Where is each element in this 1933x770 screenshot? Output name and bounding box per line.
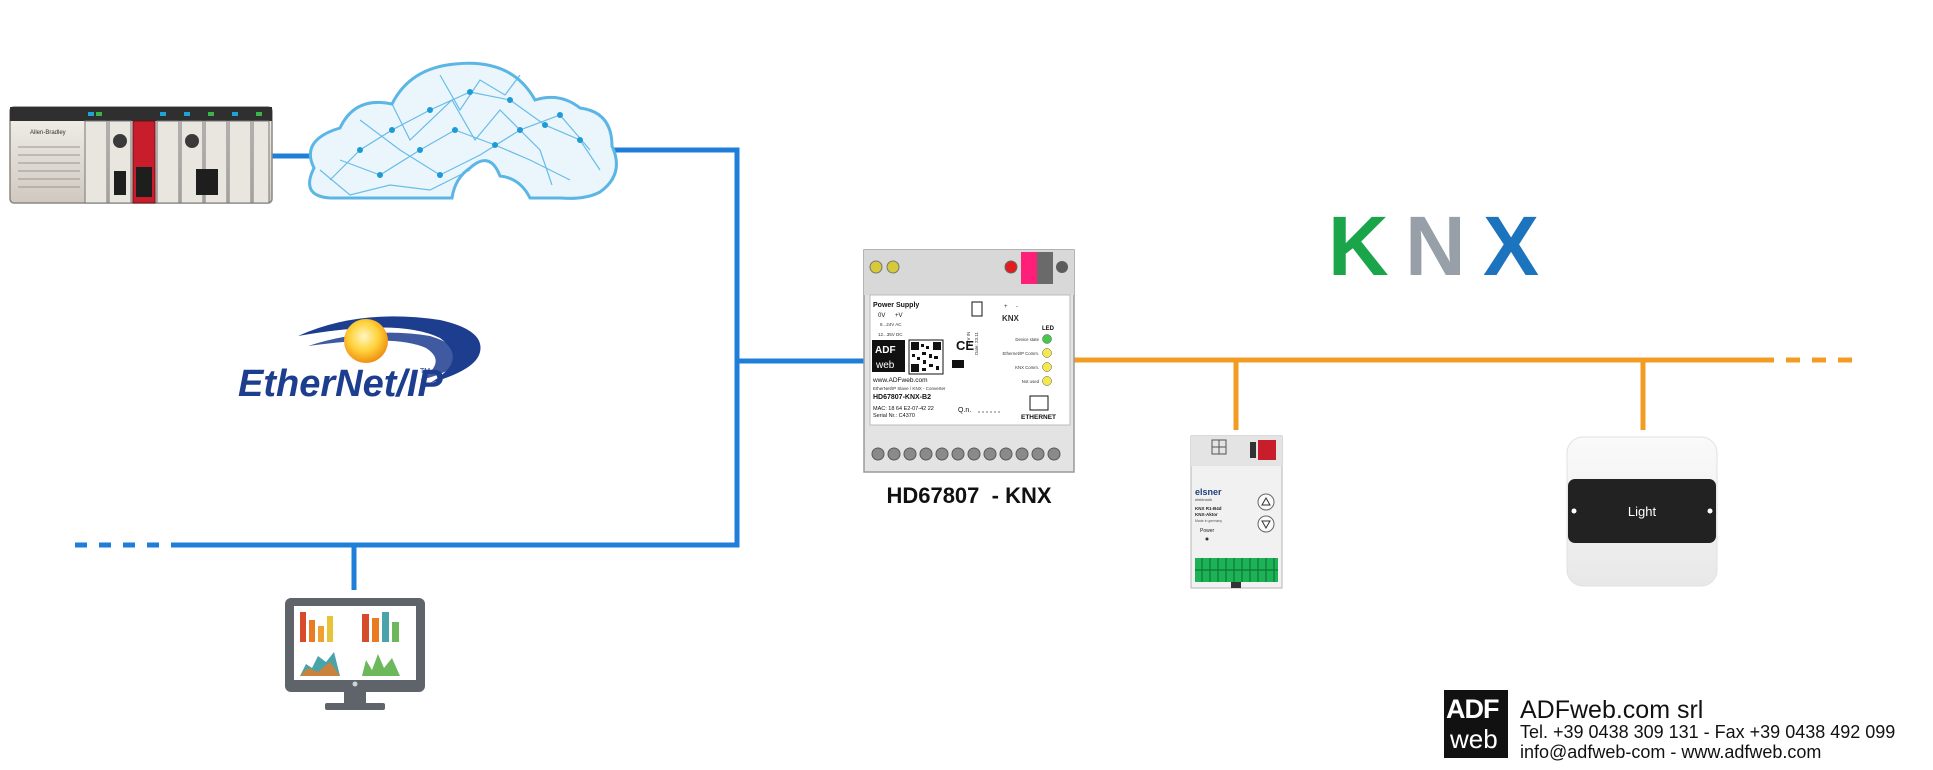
ethernetip-sun [344,319,388,363]
svg-text:-: - [1016,304,1018,310]
gateway-power-dc: 12...35V DC [878,332,903,337]
gateway-device: Power Supply 0V +V 8...24V AC 12...35V D… [863,249,1075,508]
ethernetip-label: EtherNet/IP [238,363,443,405]
footer-company: ADFweb.com srl [1520,696,1703,724]
footer-logo-bottom: web [1449,724,1498,754]
gateway-ce-mark: CE [956,338,974,353]
ethernet-line-cloud-bus [175,147,740,548]
gateway-led-list: Device state Ethernet/IP Comm. KNX Comm.… [1003,334,1052,386]
gateway-led-label-3: KNX Comm. [1015,365,1039,370]
cloud-icon [308,61,618,200]
gateway-adf-logo [872,340,905,372]
light-label: Light [1628,504,1657,519]
footer-logo [1444,690,1508,758]
gateway-terminal-row [871,447,1061,461]
gateway-led-label-1: Device state [1015,337,1039,342]
gateway-led-2 [1042,348,1052,358]
plc-controller: Allen-Bradley [9,106,273,204]
gateway-serial: Serial Nr.: C4370 [873,413,915,419]
knx-actuator-model: KNX R1-B4d [1195,506,1222,511]
gateway-led-label-4: Not used [1022,379,1040,384]
ethernet-connections [75,147,866,590]
knx-logo: K N X [1328,199,1539,293]
svg-text:C V IN: C V IN [966,332,971,345]
knx-actuator-power: Power [1200,528,1215,534]
gateway-caption: HD67807 - KNX [886,483,1051,508]
gateway-ethernet-port [1029,395,1049,411]
gateway-description: EtherNet/IP Slave / KNX - Converter [873,386,946,391]
gateway-led-3 [1042,362,1052,372]
footer-phone: Tel. +39 0438 309 131 - Fax +39 0438 492… [1520,722,1895,742]
monitor-icon [285,598,425,710]
gateway-model: HD67807-KNX-B2 [873,394,931,401]
gateway-mac: MAC: 18 64 E2-07-42 22 [873,406,934,412]
knx-connections [1073,357,1862,430]
svg-text:Date: 23.11: Date: 23.11 [974,332,979,355]
gateway-power-supply: Power Supply [873,302,919,309]
footer: ADF web ADFweb.com srl Tel. +39 0438 309… [1444,690,1895,762]
gateway-led-title: LED [1042,326,1055,332]
gateway-website: www.ADFweb.com [872,377,928,384]
plc-modules [84,112,270,204]
knx-actuator-subbrand: elektronik [1195,497,1212,502]
knx-logo-x: X [1483,199,1539,293]
gateway-qr-code [908,339,944,375]
ethernetip-tm: TM [420,368,430,375]
knx-logo-n: N [1405,199,1466,293]
knx-actuator-type: KNX-Aktor [1195,512,1218,517]
plc-brand-label: Allen-Bradley [30,130,66,136]
gateway-led-label-2: Ethernet/IP Comm. [1003,351,1039,356]
footer-logo-top: ADF [1446,694,1499,724]
knx-actuator-brand: elsner [1195,487,1222,497]
gateway-adf-logo-bottom: web [875,360,895,371]
gateway-led-1 [1042,334,1052,344]
ethernetip-logo: EtherNet/IP TM [238,316,481,405]
gateway-power-0v: 0V [878,313,885,319]
knx-actuator-up-button[interactable] [1257,493,1275,511]
gateway-ethernet-label: ETHERNET [1021,414,1056,421]
svg-text:+: + [1004,304,1008,310]
gateway-power-ac: 8...24V AC [880,322,902,327]
gateway-led-bar [1021,252,1037,284]
knx-logo-k: K [1328,199,1389,293]
knx-actuator-down-button[interactable] [1257,515,1275,533]
light-label-plate [1568,479,1716,543]
gateway-led-4 [1042,376,1052,386]
knx-actuator-origin: Made in germany [1195,519,1222,523]
gateway-qn: Q.n. [958,407,971,414]
gateway-power-plus-v: +V [895,313,903,319]
knx-actuator: elsner elektronik KNX R1-B4d KNX-Aktor M… [1190,435,1283,589]
gateway-knx-small: KNX [1002,314,1020,323]
light-device: Light [1566,436,1718,587]
footer-contact: info@adfweb-com - www.adfweb.com [1520,742,1821,762]
monitor-screen-charts [300,612,400,676]
gateway-adf-logo-top: ADF [875,345,896,356]
